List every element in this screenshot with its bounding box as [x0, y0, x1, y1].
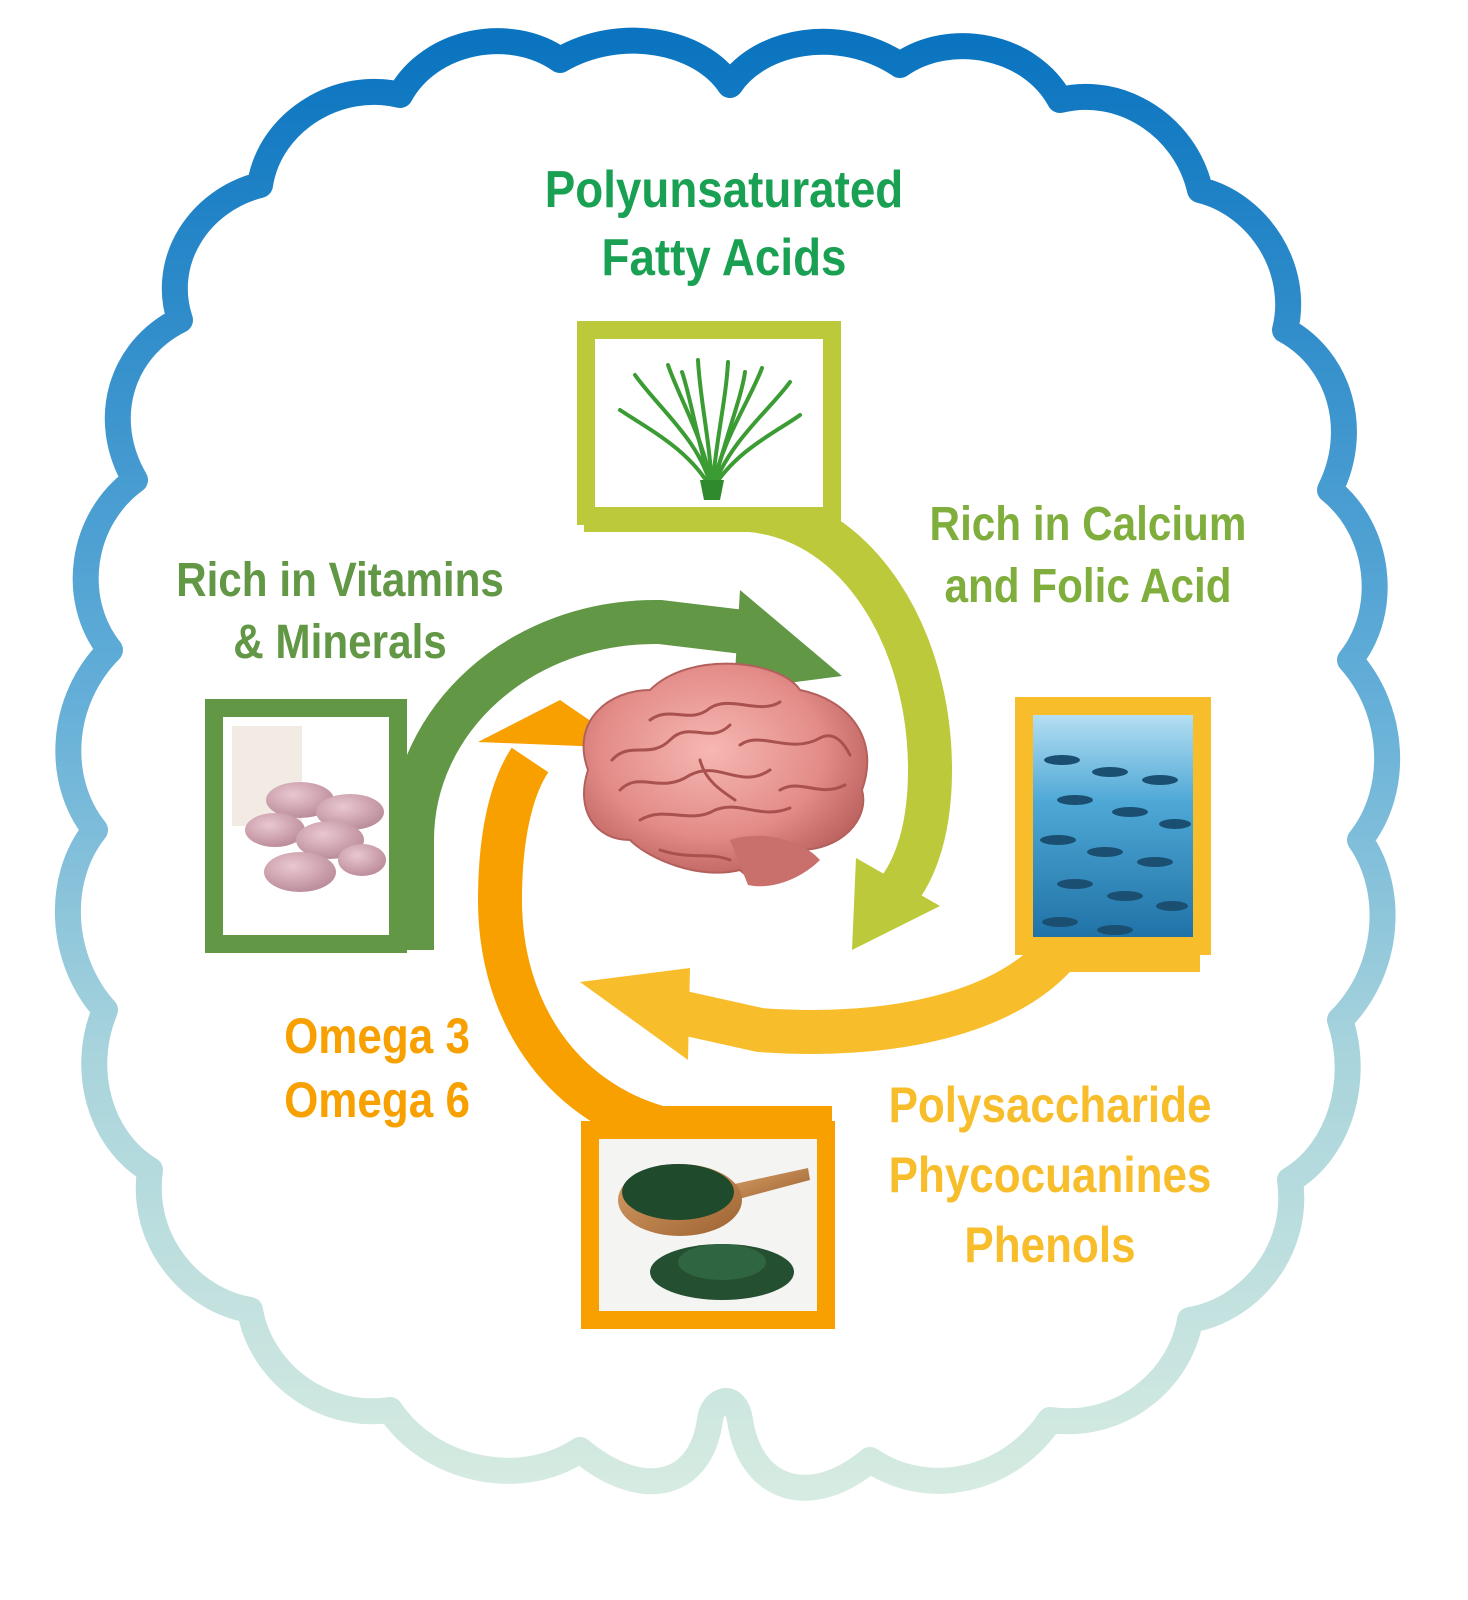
box-bottom-powder [581, 1121, 835, 1329]
label-bottom-right: Polysaccharide Phycocuanines Phenols [865, 1070, 1235, 1280]
label-right-line-2: and Folic Acid [944, 560, 1232, 613]
label-bottom-right-line-3: Phenols [964, 1217, 1136, 1273]
label-top: Polyunsaturated Fatty Acids [504, 156, 944, 292]
pills-icon [232, 726, 386, 892]
label-bottom-left-line-2: Omega 6 [284, 1072, 470, 1128]
box-top-algae [577, 321, 841, 525]
label-left: Rich in Vitamins & Minerals [146, 550, 533, 674]
label-bottom-left: Omega 3 Omega 6 [267, 1004, 487, 1132]
label-bottom-right-line-1: Polysaccharide [888, 1077, 1212, 1133]
label-right-line-1: Rich in Calcium [929, 498, 1247, 551]
arrow-yellow [580, 928, 1200, 1060]
brain-icon [582, 662, 869, 887]
label-top-line-1: Polyunsaturated [544, 161, 904, 219]
label-bottom-right-line-2: Phycocuanines [888, 1147, 1212, 1203]
spirulina-powder-icon [618, 1164, 810, 1300]
arrow-light-green [584, 488, 953, 950]
label-left-line-2: & Minerals [233, 616, 447, 669]
label-top-line-2: Fatty Acids [601, 229, 847, 287]
box-right-fish [1015, 697, 1211, 955]
box-left-pills [205, 699, 407, 953]
label-right: Rich in Calcium and Folic Acid [894, 494, 1281, 618]
label-bottom-left-line-1: Omega 3 [284, 1008, 470, 1064]
fish-school-icon [1040, 755, 1191, 935]
algae-icon [618, 358, 802, 500]
label-left-line-1: Rich in Vitamins [176, 554, 504, 607]
